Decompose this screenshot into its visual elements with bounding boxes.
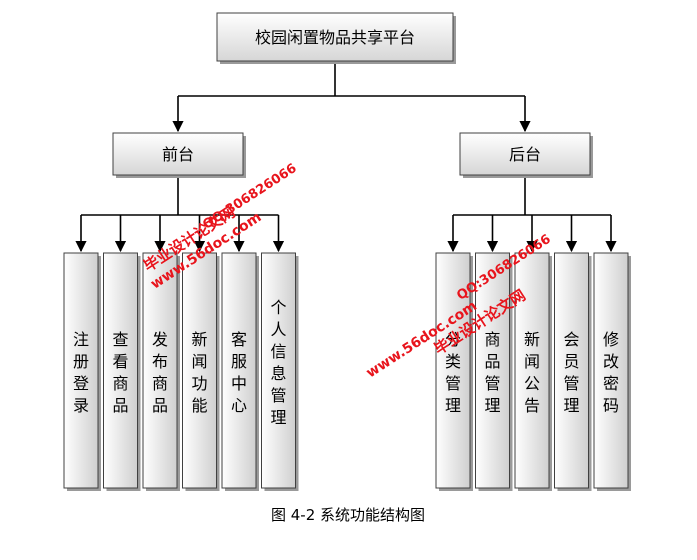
leaf-label: 新闻公告 (524, 330, 540, 415)
leaf-label: 商品管理 (484, 330, 500, 415)
figure-caption: 图 4-2 系统功能结构图 (271, 506, 425, 524)
leaf-label: 修改密码 (603, 330, 619, 415)
leaf-nodes: 注册登录 查看商品 发布商品 新闻功能 客服中心 个人信息管理 分类管理 商品管理 新闻公告 会员… (63, 252, 631, 491)
leaf-box (103, 252, 138, 489)
leaf-node-front-4: 客服中心 (221, 252, 259, 491)
leaf-box (554, 252, 589, 489)
branch-node-back-label: 后台 (509, 145, 541, 164)
leaf-node-back-3: 会员管理 (554, 252, 592, 491)
leaf-node-front-2: 发布商品 (142, 252, 180, 491)
leaf-box (63, 252, 99, 489)
branch-node-front-label: 前台 (162, 145, 194, 164)
leaf-node-back-2: 新闻公告 (514, 252, 552, 491)
leaf-node-front-3: 新闻功能 (182, 252, 220, 491)
root-node-box (216, 12, 454, 62)
leaf-box (221, 252, 257, 489)
leaf-box (435, 252, 471, 489)
root-node-label: 校园闲置物品共享平台 (255, 28, 415, 47)
leaf-label: 会员管理 (563, 330, 579, 415)
leaf-node-back-1: 商品管理 (475, 252, 513, 491)
leaf-node-back-0: 分类管理 (435, 252, 473, 491)
branch-node-back-box (459, 132, 591, 176)
leaf-label: 新闻功能 (191, 330, 207, 415)
leaf-label: 注册登录 (73, 330, 89, 415)
leaf-box (142, 252, 178, 489)
leaf-node-front-0: 注册登录 (63, 252, 101, 491)
leaf-label: 查看商品 (112, 330, 128, 415)
leaf-node-front-5: 个人信息管理 (261, 252, 299, 491)
leaf-box (593, 252, 629, 489)
leaf-label: 客服中心 (231, 330, 247, 415)
root-node: 校园闲置物品共享平台 (216, 12, 456, 64)
leaf-label: 个人信息管理 (270, 298, 286, 427)
leaf-label: 发布商品 (152, 330, 168, 415)
leaf-box (475, 252, 510, 489)
leaf-node-back-4: 修改密码 (593, 252, 631, 491)
branch-node-back: 后台 (459, 132, 593, 178)
leaf-box (261, 252, 296, 489)
leaf-label: 分类管理 (445, 330, 461, 415)
branch-node-front-box (112, 132, 244, 176)
leaf-node-front-1: 查看商品 (103, 252, 141, 491)
branch-node-front: 前台 (112, 132, 246, 178)
connector-lines (75, 61, 617, 253)
leaf-box (514, 252, 550, 489)
leaf-box (182, 252, 217, 489)
